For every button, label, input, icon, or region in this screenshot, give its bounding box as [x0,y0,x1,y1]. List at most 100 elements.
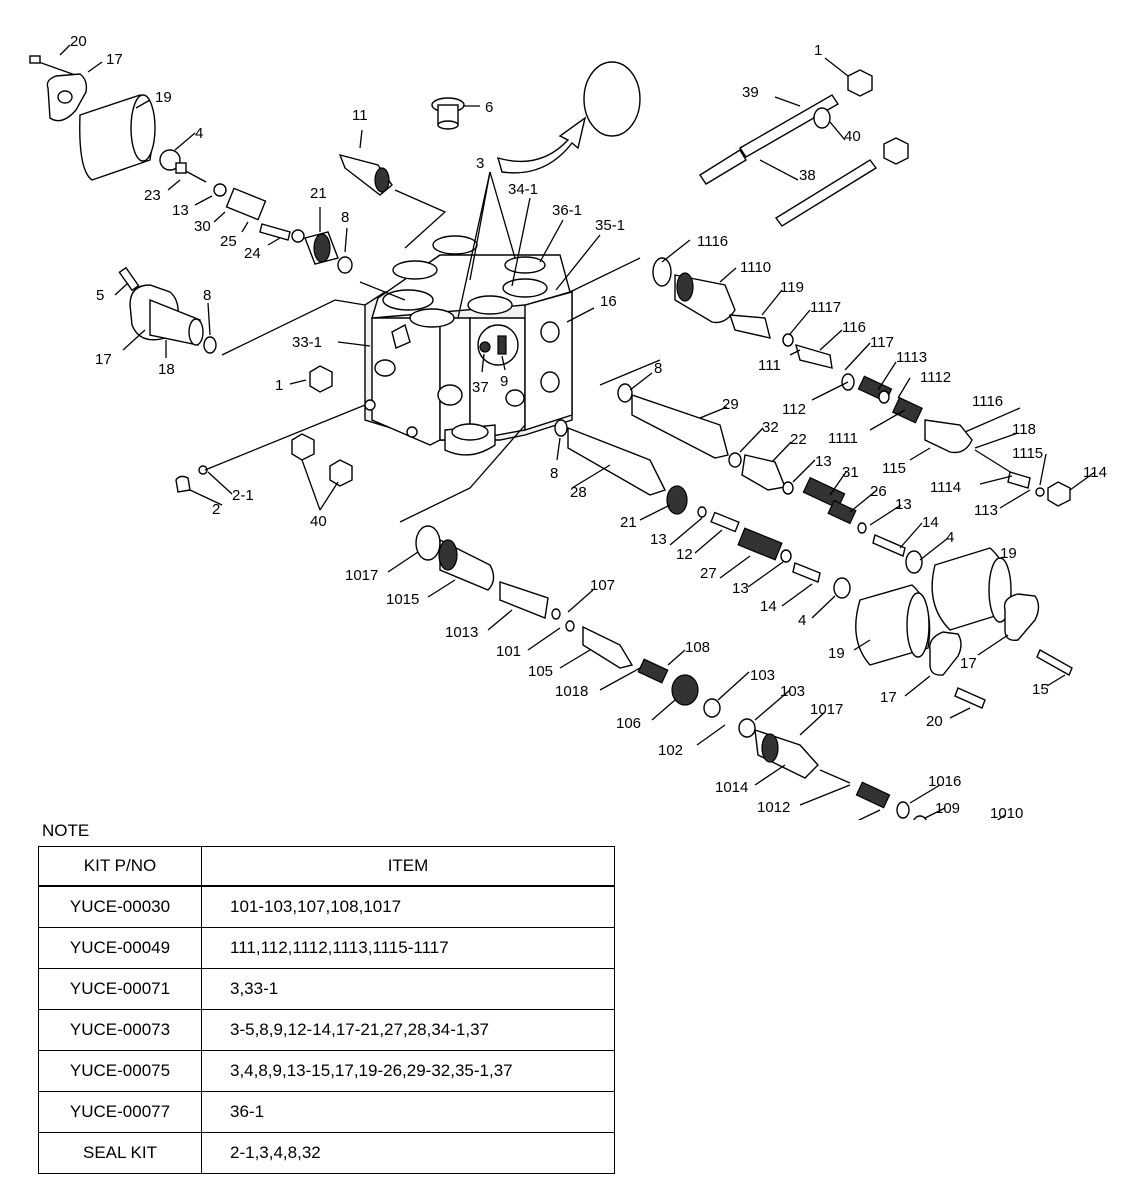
callout: 114 [1083,464,1107,481]
kit-items-cell: 3,4,8,9,13-15,17,19-26,29-32,35-1,37 [201,1050,615,1092]
spools-28-29 [554,383,923,599]
callout: 2 [212,501,220,518]
callout: 30 [194,218,211,235]
callout: 113 [974,502,998,519]
callout: 103 [750,667,775,684]
table-row: YUCE-00075 3,4,8,9,13-15,17,19-26,29-32,… [38,1050,615,1092]
callout: 22 [790,431,807,448]
callout: 1116 [972,393,1003,410]
callout: 19 [1000,545,1017,562]
kit-table: KIT P/NO ITEM YUCE-00030 101-103,107,108… [38,846,615,1174]
callout: 8 [341,209,349,226]
callout: 25 [220,233,237,250]
callout: 37 [472,379,489,396]
relief-valve-upper [652,257,1071,507]
callout: 36-1 [552,202,582,219]
callout: 117 [870,334,894,351]
callout: 1115 [1012,445,1043,462]
kit-pno-cell: YUCE-00049 [38,927,202,969]
callout: 40 [310,513,327,530]
table-row: YUCE-00030 101-103,107,108,1017 [38,885,615,928]
kit-pno-cell: SEAL KIT [38,1132,202,1174]
callout: 19 [828,645,845,662]
callout: 27 [700,565,717,582]
kit-pno-cell: YUCE-00077 [38,1091,202,1133]
callout: 101 [496,643,521,660]
callout: 14 [922,514,939,531]
left-cap-assembly [29,55,353,274]
kit-pno-cell: YUCE-00073 [38,1009,202,1051]
kit-items-cell: 3-5,8,9,12-14,17-21,27,28,34-1,37 [201,1009,615,1051]
plug-6 [431,97,465,130]
kit-items-cell: 36-1 [201,1091,615,1133]
callout: 4 [946,529,954,546]
valve-body [364,235,573,456]
callout: 20 [70,33,87,50]
callout: 102 [658,742,683,759]
callout: 5 [96,287,104,304]
callout-labels: 20 17 19 4 23 13 30 25 24 21 8 11 6 3 34… [70,33,1107,820]
plug-11 [338,153,393,196]
header-item: ITEM [201,846,615,887]
kit-pno-cell: YUCE-00071 [38,968,202,1010]
callout: 4 [798,612,806,629]
callout: 1010 [990,805,1023,820]
callout: 8 [203,287,211,304]
callout: 6 [485,99,493,116]
callout: 19 [155,89,172,106]
callout: 32 [762,419,779,436]
relief-valve-lower [415,525,927,820]
callout: 9 [500,373,508,390]
callout: 107 [590,577,615,594]
callout: 1110 [740,259,771,276]
leader-lines [59,44,1096,820]
table-row: SEAL KIT 2-1,3,4,8,32 [38,1132,615,1174]
callout: 16 [600,293,617,310]
callout: 40 [844,128,861,145]
kit-items-cell: 2-1,3,4,8,32 [201,1132,615,1174]
callout: 20 [926,713,943,730]
callout: 1111 [828,430,858,447]
callout: 31 [842,464,859,481]
callout: 116 [842,319,866,336]
callout: 21 [310,185,327,202]
callout: 1015 [386,591,419,608]
callout: 13 [815,453,832,470]
table-row: YUCE-00049 111,112,1112,1113,1115-1117 [38,927,615,969]
kit-pno-cell: YUCE-00030 [38,885,202,928]
callout: 17 [880,689,897,706]
kit-pno-cell: YUCE-00075 [38,1050,202,1092]
table-row: YUCE-00077 36-1 [38,1091,615,1133]
callout: 3 [476,155,484,172]
callout: 15 [1032,681,1049,698]
callout: 103 [780,683,805,700]
callout: 108 [685,639,710,656]
callout: 28 [570,484,587,501]
callout: 1 [275,377,283,394]
exploded-parts-diagram: 20 17 19 4 23 13 30 25 24 21 8 11 6 3 34… [29,33,1107,820]
caps-19-right [855,547,1073,709]
callout: 39 [742,84,759,101]
callout: 4 [195,125,203,142]
callout: 105 [528,663,553,680]
callout: 119 [780,279,804,296]
o-ring-3-large [496,61,641,174]
callout: 1017 [345,567,378,584]
callout: 29 [722,396,739,413]
callout: 118 [1012,421,1036,438]
callout: 1018 [555,683,588,700]
callout: 17 [95,351,112,368]
callout: 13 [650,531,667,548]
callout: 18 [158,361,175,378]
callout: 12 [676,546,693,563]
kit-items-cell: 101-103,107,108,1017 [201,885,615,928]
tie-bolts-38-39 [699,69,909,227]
callout: 2-1 [232,487,254,504]
callout: 1116 [697,233,728,250]
callout: 17 [106,51,123,68]
callout: 35-1 [595,217,625,234]
kit-items-cell: 111,112,1112,1113,1115-1117 [201,927,615,969]
note-title: NOTE [42,821,90,840]
callout: 1013 [445,624,478,641]
header-kit-pno: KIT P/NO [38,846,202,887]
